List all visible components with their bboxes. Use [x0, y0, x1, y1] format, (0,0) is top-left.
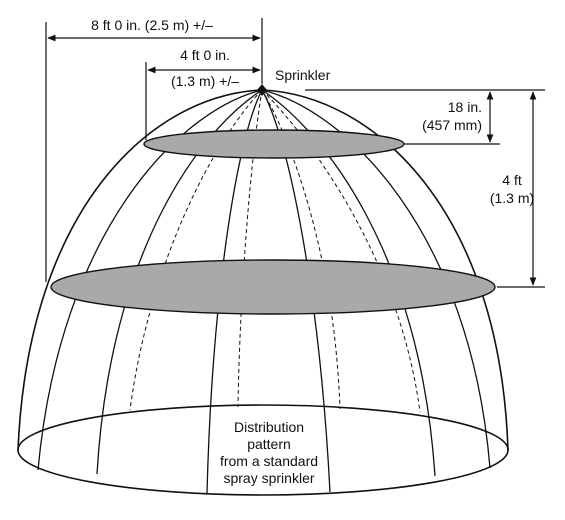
- base-ellipse: [17, 404, 509, 496]
- hidden-meridians: [129, 89, 421, 413]
- height-dimension: [497, 89, 545, 288]
- top-offset-label-line2: (457 mm): [422, 117, 482, 133]
- height-label-line1: 4 ft: [502, 172, 522, 188]
- outer-spread-dimension: [45, 18, 263, 282]
- sprinkler-label: Sprinkler: [275, 67, 331, 83]
- top-offset-dimension: [305, 89, 500, 145]
- upper-disc: [143, 129, 405, 159]
- top-offset-label-line1: 18 in.: [448, 99, 482, 115]
- meridian-lines: [37, 89, 491, 494]
- sprinkler-marker: [257, 84, 267, 96]
- height-label-line2: (1.3 m): [490, 190, 534, 206]
- caption-line4: spray sprinkler: [223, 470, 314, 486]
- outer-spread-label: 8 ft 0 in. (2.5 m) +/–: [91, 17, 213, 33]
- lower-disc: [50, 259, 496, 315]
- caption-line1: Distribution: [234, 419, 304, 435]
- inner-spread-dimension: [145, 62, 261, 140]
- caption-line3: from a standard: [220, 453, 318, 469]
- inner-spread-label-line2: (1.3 m) +/–: [171, 73, 239, 89]
- caption-line2: pattern: [247, 436, 291, 452]
- inner-spread-label-line1: 4 ft 0 in.: [180, 47, 230, 63]
